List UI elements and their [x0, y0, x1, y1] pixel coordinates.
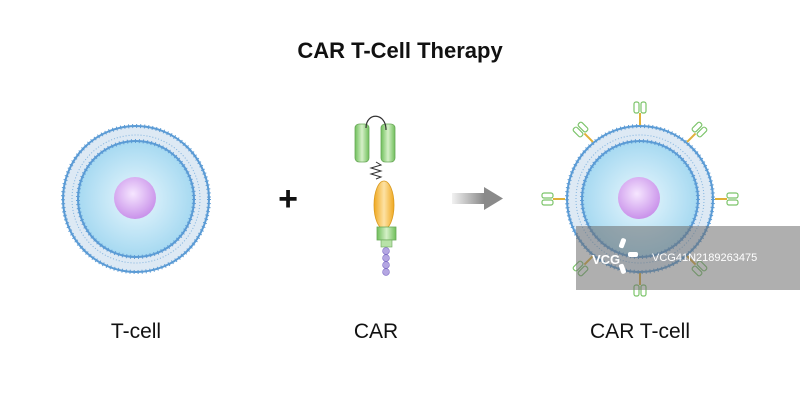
surface-receptor [715, 192, 739, 206]
watermark-logo-icon: VCG [592, 238, 638, 274]
car-cd3-zeta-chain [382, 247, 390, 276]
t-cell-label: T-cell [110, 320, 162, 343]
surface-receptor [633, 101, 647, 125]
surface-receptor [686, 121, 708, 143]
car-t-cell-lipid-tails [575, 134, 705, 264]
right-arrow-icon [452, 187, 503, 210]
car-t-cell-label: CAR T-cell [590, 320, 690, 343]
car-t-cell-phospholipid-heads-outer [565, 124, 715, 274]
watermark-id: VCG41N2189263475 [652, 252, 758, 264]
diagram-title: CAR T-Cell Therapy [297, 38, 503, 63]
car-linker [365, 115, 387, 131]
car-hinge [369, 161, 383, 180]
t-cell-lipid-tails [71, 134, 201, 264]
car-signaling-block [380, 239, 393, 248]
car-label: CAR [353, 320, 399, 343]
car-receptor [354, 115, 397, 276]
car-costim-domain [376, 226, 397, 241]
car-scfv-right-domain [380, 123, 396, 163]
plus-sign: + [278, 180, 298, 218]
watermark-overlay [576, 226, 800, 290]
car-scfv-left-domain [354, 123, 370, 163]
t-cell-phospholipid-heads-inner [76, 139, 196, 259]
car-t-cell-nucleus [618, 177, 660, 219]
t-cell-nucleus [114, 177, 156, 219]
car-t-cell-phospholipid-heads-inner [580, 139, 700, 259]
surface-receptor [572, 121, 594, 143]
car-transmembrane-domain [373, 180, 395, 230]
surface-receptor [541, 192, 565, 206]
t-cell [61, 124, 211, 274]
t-cell-phospholipid-heads-outer [61, 124, 211, 274]
watermark-logo-text: VCG [592, 252, 620, 267]
